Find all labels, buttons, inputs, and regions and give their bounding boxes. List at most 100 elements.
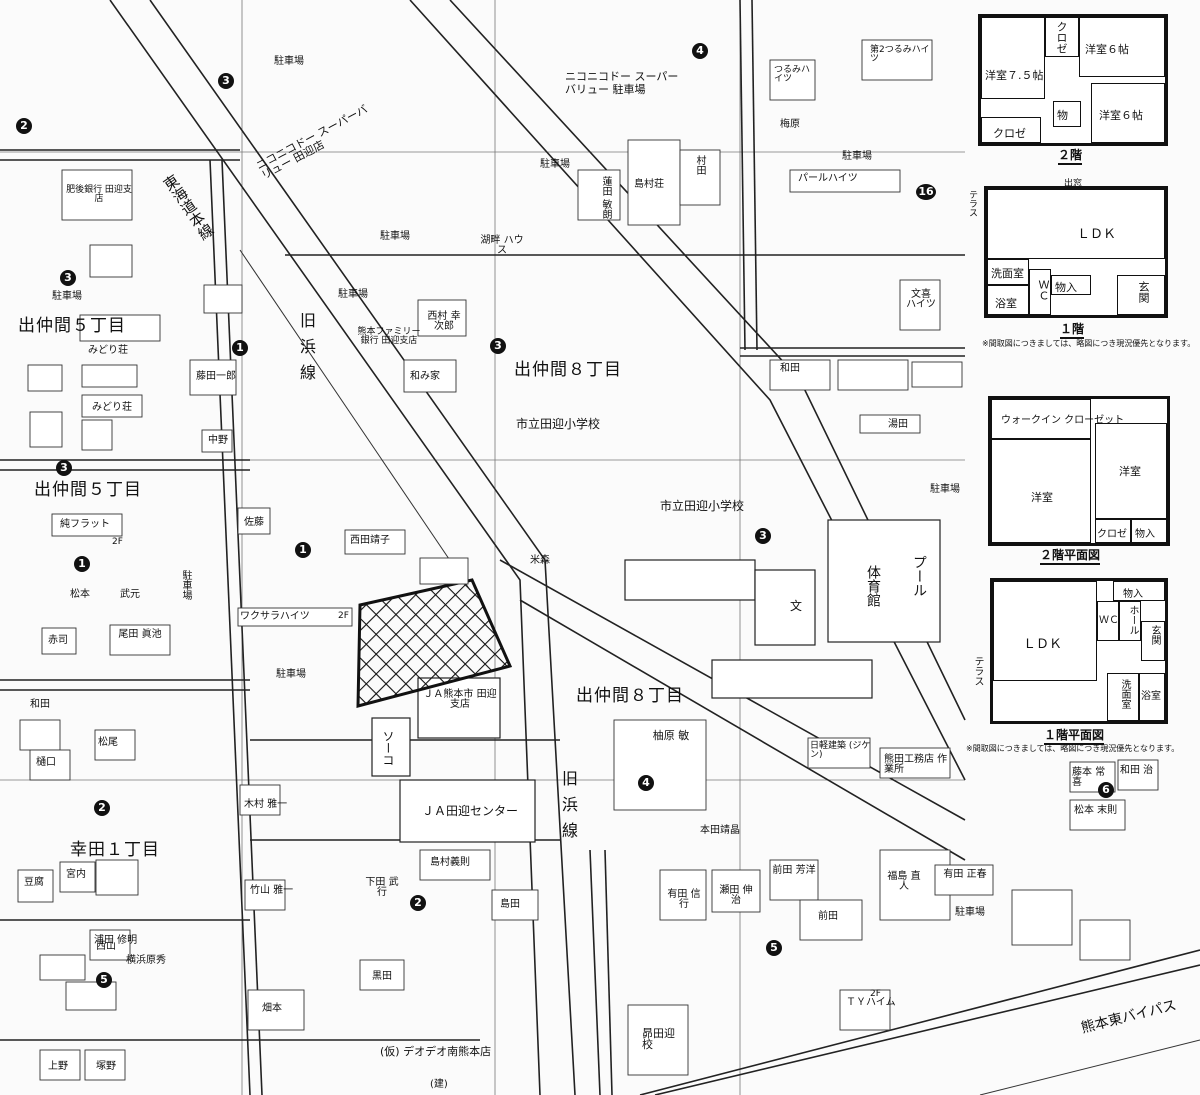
room-label: 浴室 [1141, 691, 1161, 702]
building-label: 前田 [818, 911, 838, 922]
family-bank-label: 熊本ファミリー銀行 田迎支店 [357, 327, 421, 346]
parking-label: 駐車場 [274, 56, 304, 67]
building-label: 上野 [48, 1061, 68, 1072]
room-label: 玄関 [1149, 625, 1160, 645]
building-label: 塚野 [96, 1061, 116, 1072]
building-label: 文喜 ハイツ [906, 289, 936, 310]
district-dejima8-label: 出仲間８丁目 [576, 686, 684, 706]
room-label: 洗面室 [991, 267, 1024, 280]
ja-branch-label: ＪＡ熊本市 田迎支店 [423, 689, 497, 710]
building-label: 西田靖子 [350, 535, 390, 546]
building-label: 中野 [208, 435, 228, 446]
building-label: 宮内 [66, 869, 86, 880]
room-label: 出窓 [1064, 179, 1083, 189]
area-number-2: 2 [94, 800, 110, 816]
floorplan-1-lower: ＬＤＫ 洗面室 浴室 ＷＣ 物入 玄関 [984, 186, 1168, 318]
area-number-5: 5 [766, 940, 782, 956]
building-label: 瀬田 伸治 [719, 885, 753, 906]
room-label: ＷＣ [1099, 615, 1119, 626]
room-label: テラス [967, 190, 977, 217]
building-label: 和み家 [410, 371, 440, 382]
area-number-5: 5 [96, 972, 112, 988]
parking-label: 駐車場 [180, 570, 191, 600]
area-number-1: 1 [232, 340, 248, 356]
area-number-1: 1 [74, 556, 90, 572]
floorplan-caption: １階平面図 [1044, 726, 1105, 745]
school-label: 市立田迎小学校 [660, 499, 745, 513]
district-koda1-label: 幸田１丁目 [70, 840, 160, 860]
building-label: 西村 幸次郎 [427, 311, 461, 332]
building-label: 木村 雅一 [244, 799, 288, 810]
district-dejima5-label: 出仲間５丁目 [18, 316, 126, 336]
building-label: 尾田 眞池 [118, 629, 162, 640]
building-label: 柚原 敏 [652, 729, 690, 742]
building-label: つるみハイツ [774, 65, 811, 84]
floorplan-2-lower: ＬＤＫ ＷＣ ホール 玄関 洗面室 浴室 物入 [990, 578, 1168, 724]
wakusara-label: ワクサラハイツ [240, 611, 310, 622]
wakusara-floor-label: 2F [338, 611, 349, 621]
building-label: 村田 [694, 155, 705, 175]
building-label: 樋口 [36, 757, 56, 768]
building-label: 松尾 [98, 737, 118, 748]
floorplan-note: ※間取図につきましては、略図につき現況優先となります。 [966, 744, 1180, 753]
district-dejima8-label: 出仲間８丁目 [514, 360, 622, 380]
building-label: 西山 [96, 941, 116, 952]
area-number-2: 2 [410, 895, 426, 911]
area-number-4: 4 [692, 43, 708, 59]
building-label: 第2つるみハイツ [870, 45, 930, 64]
building-label: 赤司 [48, 635, 68, 646]
pool-label: プール [911, 555, 927, 597]
building-label: 湖畔 ハウス [480, 235, 524, 256]
building-label: 和田 治 [1120, 765, 1154, 776]
building-label: 松本 末則 [1074, 805, 1118, 816]
building-label: 有田 正春 [943, 869, 987, 880]
area-number-3: 3 [755, 528, 771, 544]
ja-center-label: ＪＡ田迎センター [422, 804, 519, 818]
area-number-3: 3 [218, 73, 234, 89]
room-label: テラス [972, 656, 983, 686]
building-label: 梅原 [780, 119, 800, 130]
building-label: 豆腐 [24, 877, 44, 888]
room-label: ホール [1127, 605, 1138, 635]
building-label: 福島 直人 [887, 871, 921, 892]
rail-line-label: 旧浜線 [559, 770, 578, 848]
parking-label: 駐車場 [276, 669, 306, 680]
parking-label: 駐車場 [338, 289, 368, 300]
building-label: 和田 [30, 699, 50, 710]
parking-label: 駐車場 [930, 484, 960, 495]
district-dejima5-label: 出仲間５丁目 [34, 480, 142, 500]
floorplan-caption: ２階 [1058, 146, 1083, 165]
floorplan-caption: １階 [1060, 320, 1085, 339]
floorplan-caption: ２階平面図 [1040, 546, 1101, 565]
room-label: ＷＣ [1037, 279, 1050, 301]
building-label: みどり荘 [88, 345, 128, 356]
building-label: 純フラット [60, 519, 110, 530]
building-label: 本田靖晶 [700, 825, 740, 836]
deodeo-sub-label: (建) [430, 1079, 448, 1090]
building-label: 日軽建築 (ジケン) [810, 741, 871, 760]
area-number-3: 3 [60, 270, 76, 286]
school-label: 市立田迎小学校 [516, 417, 601, 431]
room-label: クロゼ [1055, 21, 1068, 54]
room-label: 洋室６帖 [1085, 43, 1129, 56]
building-label: 和田 [780, 363, 800, 374]
building-label: 前田 芳洋 [772, 865, 816, 876]
floorplan-note: ※間取図につきましては、略図につき現況優先となります。 [982, 339, 1196, 348]
room-label: 玄関 [1137, 281, 1150, 303]
area-number-3: 3 [56, 460, 72, 476]
building-label: 藤本 常喜 [1072, 767, 1106, 788]
gym-label: 体育館 [865, 565, 881, 607]
room-label: クロゼ [1097, 529, 1127, 540]
building-label: 黒田 [372, 971, 392, 982]
building-label: 2F [112, 537, 123, 547]
area-number-2: 2 [16, 118, 32, 134]
parking-label: 駐車場 [52, 291, 82, 302]
area-number-6: 6 [1098, 782, 1114, 798]
building-label: みどり荘 [92, 402, 132, 413]
room-label: 物入 [1123, 589, 1143, 600]
floorplan-2-upper: ウォークイン クローゼット 洋室 洋室 クロゼ 物入 [988, 396, 1170, 546]
kindergarten-label: 昴田迎校 [642, 1027, 675, 1051]
building-label: 畑本 [262, 1003, 282, 1014]
area-number-4: 4 [638, 775, 654, 791]
